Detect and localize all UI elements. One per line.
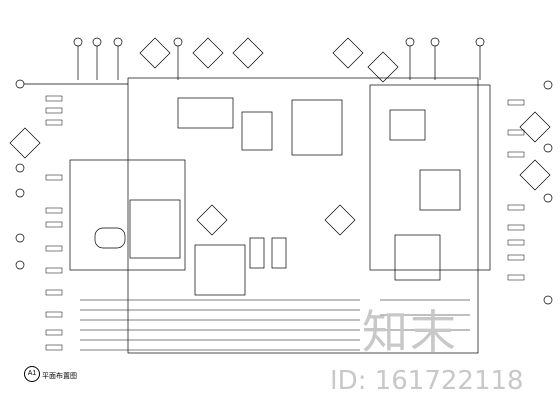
axis-markers-top (73, 37, 485, 80)
drawing-title: 平面布置图 (42, 373, 77, 380)
plan-marker: A1 (24, 366, 40, 382)
axis-markers-right (543, 80, 553, 305)
bathtub (94, 227, 126, 249)
annotation-tags-left (45, 95, 63, 351)
bedroom-bed-right (394, 234, 441, 281)
living-room-sofa (291, 99, 343, 156)
kitchen-counter (177, 97, 234, 129)
right-wing-wall (369, 84, 491, 271)
pool-area (194, 244, 246, 296)
wardrobe (419, 169, 461, 211)
elevation-index-symbols (9, 37, 551, 236)
lounge-chair-2 (271, 237, 287, 269)
watermark-id: ID: 161722118 (330, 366, 524, 396)
dining-table (241, 111, 273, 151)
lounge-chair-1 (249, 237, 265, 269)
outer-wall (127, 77, 479, 354)
watermark-logo: 知末 (362, 305, 458, 359)
study-desk (389, 109, 426, 141)
left-wing-wall (69, 159, 186, 271)
axis-markers-left (15, 79, 128, 270)
annotation-tags-right (507, 99, 525, 281)
terrace-hatching (80, 299, 470, 351)
bedroom-bed-left (129, 199, 181, 259)
